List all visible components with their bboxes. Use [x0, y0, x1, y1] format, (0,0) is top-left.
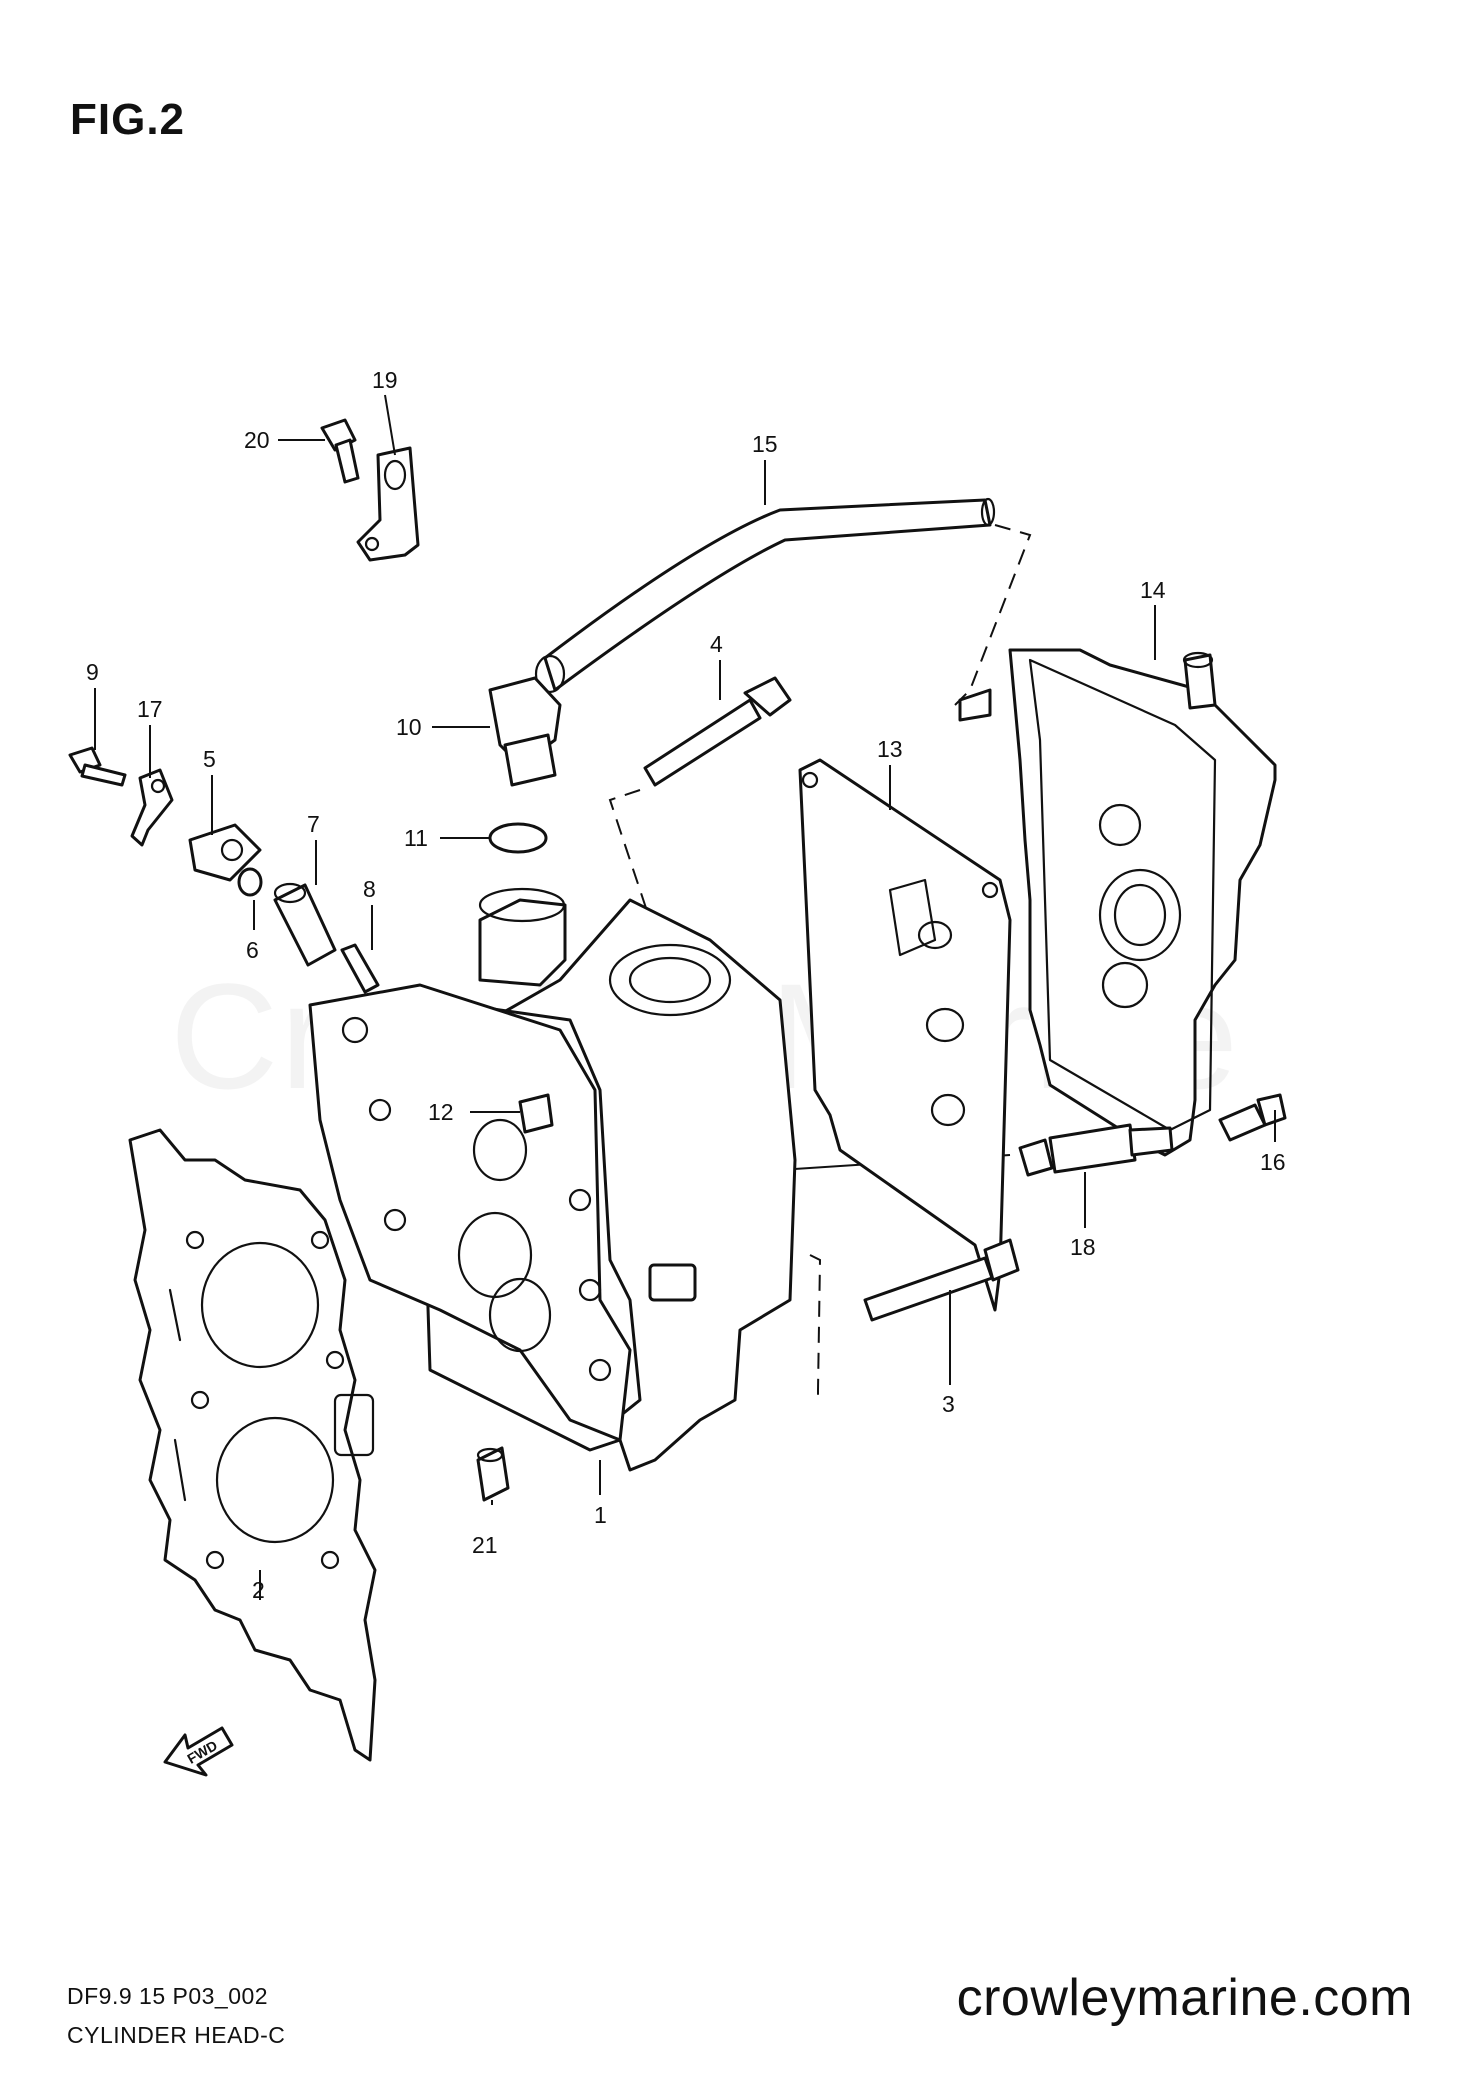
callout-19: 19 [372, 367, 398, 393]
bolt-3 [863, 1238, 1020, 1322]
dowel-pin [476, 1446, 510, 1502]
callout-1: 1 [594, 1502, 607, 1528]
bolt-20 [320, 418, 360, 484]
callout-18: 18 [1070, 1234, 1096, 1260]
o-ring-11 [488, 822, 548, 854]
website-link[interactable]: crowleymarine.com [956, 1969, 1413, 2027]
callout-5: 5 [203, 746, 216, 772]
callout-17: 17 [137, 696, 163, 722]
callout-7: 7 [307, 811, 320, 837]
oil-filler-cap [488, 676, 562, 787]
breather-hose [534, 497, 996, 694]
callout-3: 3 [942, 1391, 955, 1417]
callout-11: 11 [404, 825, 428, 851]
bolt-4 [643, 676, 792, 787]
callout-8: 8 [363, 876, 376, 902]
callout-2: 2 [252, 1577, 265, 1603]
callout-14: 14 [1140, 577, 1166, 603]
callout-labels: 19 20 15 14 9 17 4 5 10 13 7 11 8 6 12 1… [86, 367, 1286, 1603]
bracket [356, 446, 420, 562]
callout-21: 21 [472, 1532, 498, 1558]
cylinder-head-cover-gasket [798, 758, 1012, 1312]
bolt-16 [1218, 1093, 1287, 1142]
dowel-pin-upper [518, 1093, 554, 1134]
leader-lines [94, 394, 1276, 1600]
callout-9: 9 [86, 659, 99, 685]
callout-13: 13 [877, 736, 903, 762]
diagram-caption: CYLINDER HEAD-C [67, 2022, 286, 2048]
callout-10: 10 [396, 714, 422, 740]
small-parts-left [68, 746, 380, 994]
callout-6: 6 [246, 937, 259, 963]
cylinder-head-cover [958, 648, 1277, 1157]
callout-4: 4 [710, 631, 723, 657]
callout-15: 15 [752, 431, 778, 457]
spark-plug [1018, 1123, 1174, 1177]
callout-16: 16 [1260, 1149, 1286, 1175]
cylinder-head-gasket [128, 1128, 377, 1762]
callout-12: 12 [428, 1099, 454, 1125]
callout-20: 20 [244, 427, 270, 453]
figure-title: FIG.2 [70, 95, 186, 144]
fwd-arrow-icon: FWD [163, 1726, 234, 1777]
diagram-code: DF9.9 15 P03_002 [67, 1983, 269, 2009]
cylinder-head [308, 887, 797, 1472]
